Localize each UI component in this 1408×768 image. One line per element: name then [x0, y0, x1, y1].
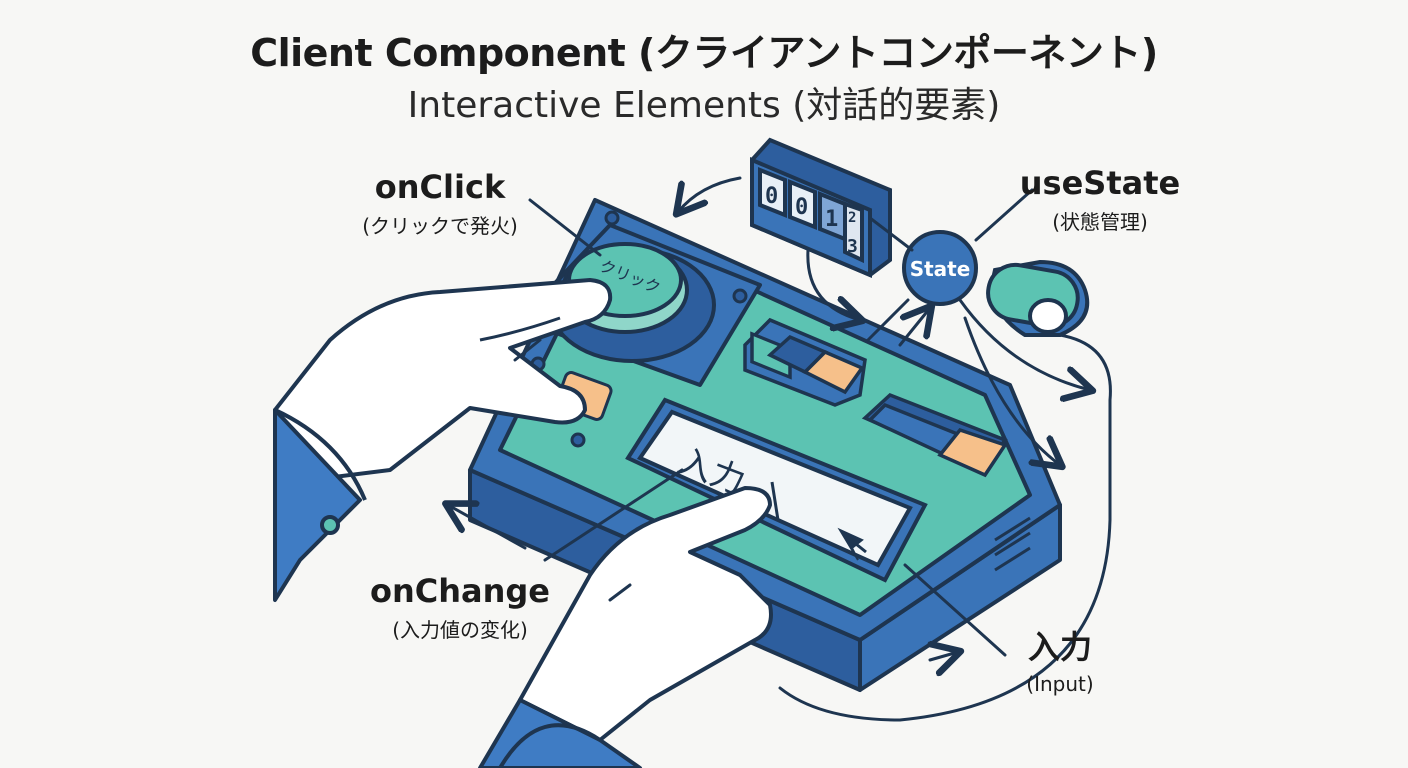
left-hand	[273, 278, 613, 602]
counter-digit-3: 1	[825, 207, 838, 232]
usestate-label: useState	[1019, 164, 1181, 202]
motion-lines	[513, 338, 632, 602]
usestate-sublabel: (状態管理)	[1052, 210, 1148, 234]
counter-roll-bottom: 3	[847, 236, 858, 257]
counter-display	[750, 137, 892, 279]
input-sublabel: (Input)	[1026, 672, 1094, 696]
text-cursor	[770, 481, 780, 521]
onclick-callout: onClick (クリックで発火)	[320, 168, 560, 239]
counter-digit-1: 0	[765, 184, 778, 209]
counter-digits: 0 0 1 2 3	[765, 184, 858, 257]
pointer-tail	[845, 534, 867, 554]
toggle-pill[interactable]	[984, 259, 1090, 337]
right-hand	[478, 486, 773, 768]
slider-control[interactable]	[861, 392, 1008, 478]
onchange-sublabel: (入力値の変化)	[392, 618, 528, 642]
screws	[530, 210, 748, 448]
flow-arrows	[448, 176, 1112, 722]
onclick-sublabel: (クリックで発火)	[362, 214, 518, 238]
page-subtitle: Interactive Elements (対話的要素)	[407, 85, 1001, 126]
counter-roll-top: 2	[848, 210, 856, 226]
counter-digit-2: 0	[795, 195, 808, 220]
input-label: 入力	[1027, 628, 1092, 666]
onclick-label: onClick	[374, 168, 506, 206]
input-callout: 入力 (Input)	[990, 622, 1130, 696]
state-node-label: State	[910, 257, 971, 281]
onchange-label: onChange	[369, 572, 550, 610]
page-title: Client Component (クライアントコンポーネント)	[250, 31, 1158, 75]
state-node	[902, 230, 978, 306]
onchange-callout: onChange (入力値の変化)	[345, 572, 575, 643]
usestate-callout: useState (状態管理)	[1000, 164, 1200, 235]
toggle-switch[interactable]	[743, 317, 867, 407]
